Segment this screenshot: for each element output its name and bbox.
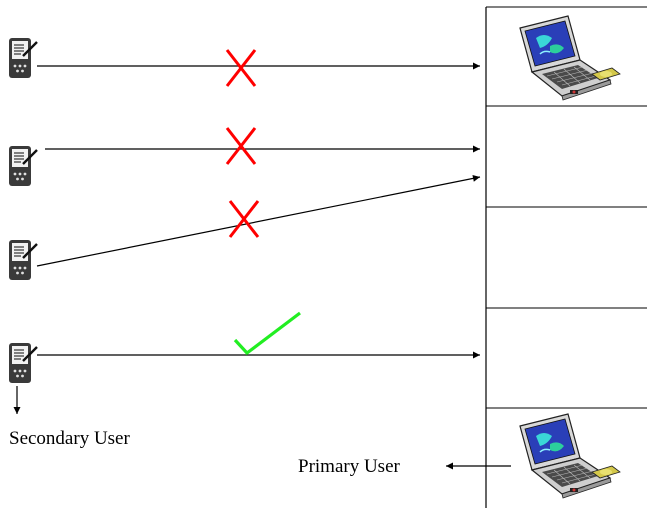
pda-device-icon [7, 36, 39, 80]
laptop-icon [519, 413, 621, 499]
check-mark-icon [233, 311, 301, 356]
laptop-icon [519, 15, 621, 101]
cross-mark-icon [225, 126, 257, 166]
channel-column [485, 6, 647, 508]
pda-device-icon [7, 144, 39, 188]
secondary-user-label: Secondary User [9, 428, 130, 449]
pda-device-icon [7, 238, 39, 282]
cross-mark-icon [225, 48, 257, 88]
primary-user-label: Primary User [298, 456, 400, 477]
pda-device-icon [7, 341, 39, 385]
cross-mark-icon [228, 199, 260, 239]
link-line [36, 174, 481, 267]
